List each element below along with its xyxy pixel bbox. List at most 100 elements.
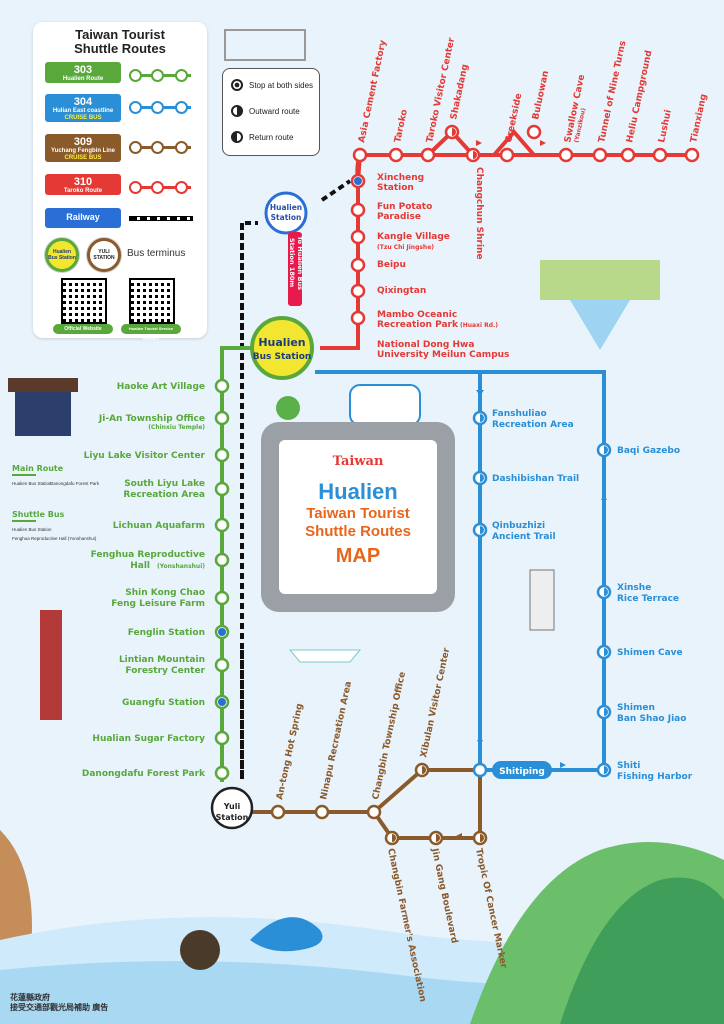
stop-an-tong-hot-spring[interactable]	[270, 804, 286, 820]
stop-fenglin-station[interactable]	[214, 624, 230, 640]
stop-swallow-cave[interactable]	[558, 147, 574, 163]
route-name: Hulian East coastline	[52, 108, 114, 114]
stop-label2-xincheng: Station	[377, 183, 414, 193]
stop-jin-gang-boulevard[interactable]	[428, 830, 444, 846]
stop-heliu-campground[interactable]	[620, 147, 636, 163]
main-route-a: Hualien Bus Station	[12, 481, 52, 486]
stop-label2-mambo-oceanic: Recreation Park	[377, 320, 459, 330]
stop-label2-shiti: Fishing Harbor	[617, 772, 693, 782]
both-sides-label: Stop at both sides	[249, 80, 314, 90]
lighthouse-illustration	[529, 569, 555, 631]
stop-sublabel-fenghua-reproductive: (Yonshanshui)	[157, 563, 205, 570]
stop-label-guangfu-station: Guangfu Station	[122, 698, 205, 708]
shitiping-stop[interactable]: Shitiping	[472, 761, 552, 779]
stop-label-mambo-oceanic: Mambo Oceanic	[377, 310, 457, 320]
yuli-station-node[interactable]: Yuli Station	[210, 786, 254, 830]
hualien-bus-station-node[interactable]: Hualien Bus Station	[250, 316, 314, 380]
map-title-box: Taiwan Hualien Taiwan Tourist Shuttle Ro…	[261, 422, 455, 612]
stop-label-kangle-village: Kangle Village	[377, 232, 450, 242]
hualien-bus-station-label-2: Bus Station	[253, 352, 312, 362]
stop-label-shimen-cave: Shimen Cave	[617, 648, 683, 658]
stop-lichuan-aquafarm[interactable]	[214, 517, 230, 533]
bear-mascot-illustration	[180, 930, 220, 970]
stop-label2-fenghua-reproductive: Hall	[130, 561, 150, 571]
stop-lintian-mountain[interactable]	[214, 657, 230, 673]
route-name: Hualien Route	[62, 76, 104, 82]
tourist-service-caption[interactable]: Hualien Tourist Service Network	[121, 324, 181, 341]
route-sample-line-303	[129, 69, 191, 82]
stop-label-lushui: Lushui	[657, 109, 674, 144]
both-sides-icon	[231, 79, 243, 91]
stop-label-xincheng: Xincheng	[377, 173, 424, 183]
tourist-service-qr[interactable]	[129, 278, 175, 324]
to-bus-station-text: To Hualien Bus	[296, 236, 304, 290]
stop-xincheng[interactable]	[350, 173, 366, 189]
legend-title-line1: Taiwan Tourist	[75, 27, 165, 42]
stop-sublabel-ji-an-township-office: (Chinxiu Temple)	[148, 424, 205, 431]
stop-qinbuzhizi[interactable]	[472, 522, 488, 538]
stop-creekside[interactable]	[499, 147, 515, 163]
monument-illustration	[40, 610, 62, 720]
stop-lushui[interactable]	[652, 147, 668, 163]
stop-fenghua-reproductive[interactable]	[214, 552, 230, 568]
stop-shimen[interactable]	[596, 704, 612, 720]
official-website-caption[interactable]: Official Website	[53, 324, 113, 334]
stop-south-liyu-lake[interactable]	[214, 481, 230, 497]
stop-dashibishan-trail[interactable]	[472, 470, 488, 486]
stop-changchun-shrine[interactable]	[465, 147, 481, 163]
stop-shakadang[interactable]	[444, 124, 460, 140]
route-number: 304	[73, 96, 93, 108]
stop-label-hualian-sugar-factory: Hualian Sugar Factory	[92, 734, 205, 744]
stop-label-fun-potato: Fun Potato	[377, 202, 432, 212]
legend-title: Taiwan Tourist Shuttle Routes	[33, 28, 207, 56]
stop-liyu-lake-visitor-center[interactable]	[214, 447, 230, 463]
stop-shimen-cave[interactable]	[596, 644, 612, 660]
stop-ji-an-township-office[interactable]	[214, 410, 230, 426]
stop-fun-potato[interactable]	[350, 202, 366, 218]
stop-fanshuliao[interactable]	[472, 410, 488, 426]
route-sample-line-304	[129, 101, 191, 114]
stop-kangle-village[interactable]	[350, 229, 366, 245]
brand-logo: Taiwan	[332, 454, 384, 469]
official-website-qr[interactable]	[61, 278, 107, 324]
stop-label2-xinshe: Rice Terrace	[617, 594, 679, 604]
gate-body-illustration	[15, 392, 71, 436]
stop-label2-national-dong-hwa: University Meilun Campus	[377, 350, 509, 360]
stop-baqi-gazebo[interactable]	[596, 442, 612, 458]
stop-changbin-farmer-s-association[interactable]	[384, 830, 400, 846]
stop-key-panel: Stop at both sides Outward route Return …	[222, 68, 320, 156]
stop-tianxiang[interactable]	[684, 147, 700, 163]
stop-danongdafu-forest-park[interactable]	[214, 765, 230, 781]
hualien-station-label-2: Station	[271, 213, 302, 222]
stop-tunnel-of-nine-turns[interactable]	[592, 147, 608, 163]
stop-ninapu-recreation-area[interactable]	[314, 804, 330, 820]
station-roof-illustration	[224, 29, 306, 61]
stop-xibulan-visitor-center[interactable]	[414, 762, 430, 778]
title-line2: Taiwan Tourist	[306, 505, 410, 522]
stop-asia-cement-factory[interactable]	[352, 147, 368, 163]
stop-shin-kong-chao[interactable]	[214, 590, 230, 606]
stop-guangfu-station[interactable]	[214, 694, 230, 710]
stop-taroko[interactable]	[388, 147, 404, 163]
hualien-station-node[interactable]: Hualien Station	[264, 191, 308, 235]
stop-hualian-sugar-factory[interactable]	[214, 730, 230, 746]
stop-changbin-township-office[interactable]	[366, 804, 382, 820]
outward-route-icon	[231, 105, 243, 117]
shuttle-bus-a: Hualien Bus Station	[12, 527, 52, 532]
stop-beipu[interactable]	[350, 257, 366, 273]
stop-qixingtan[interactable]	[350, 283, 366, 299]
stop-label-tunnel-of-nine-turns: Tunnel of Nine Turns	[597, 40, 628, 144]
stop-buluowan[interactable]	[526, 124, 542, 140]
stop-shiti[interactable]	[596, 762, 612, 778]
stop-haoke-art-village[interactable]	[214, 378, 230, 394]
stop-tropic-of-cancer-marker[interactable]	[472, 830, 488, 846]
stop-taroko-visitor-center[interactable]	[420, 147, 436, 163]
stop-xinshe[interactable]	[596, 584, 612, 600]
stop-mambo-oceanic[interactable]	[350, 310, 366, 326]
